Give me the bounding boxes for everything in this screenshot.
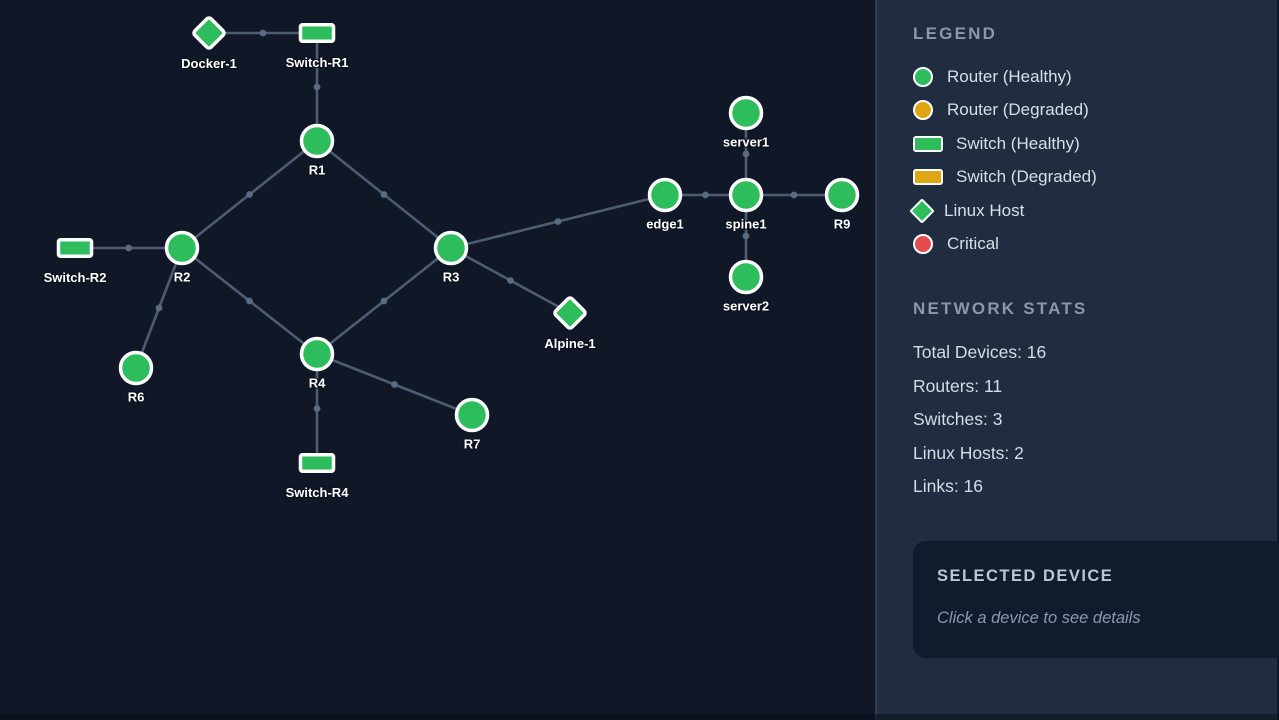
node-label: R7 [464,437,481,452]
link-midpoint [742,150,750,158]
switch-shape [298,453,336,473]
node-Switch-R2[interactable]: Switch-R2 [42,238,108,286]
node-R7[interactable]: R7 [454,397,490,453]
stat-linux-hosts: Linux Hosts: 2 [913,442,1024,463]
legend-item-router-healthy: Router (Healthy) [913,60,1277,94]
router-shape [118,350,154,386]
switch-shape [298,23,336,43]
switch-healthy-icon [913,135,943,152]
legend-item-router-degraded: Router (Degraded) [913,94,1277,128]
router-shape [454,397,490,433]
node-server2[interactable]: server2 [722,259,770,315]
router-shape [728,259,764,295]
node-label: R4 [309,376,326,391]
node-R9[interactable]: R9 [824,177,860,233]
router-shape [299,123,335,159]
legend-item-linux-host: Linux Host [909,194,1277,228]
link-midpoint [702,191,709,199]
host-shape [553,296,587,330]
node-R3[interactable]: R3 [433,230,469,286]
node-R4[interactable]: R4 [299,336,335,392]
legend-list: Router (Healthy) Router (Degraded) Switc… [909,60,1277,262]
legend-item-label: Switch (Healthy) [956,133,1080,153]
link-midpoint [246,297,253,305]
node-label: Switch-R2 [44,270,107,285]
network-stats-section: NETWORK STATS Total Devices: 16 Routers:… [913,299,1277,504]
node-label: Switch-R1 [286,55,349,70]
node-label: R1 [309,163,326,178]
router-shape [433,230,469,266]
legend-item-critical: Critical [913,228,1277,262]
router-shape [824,177,860,213]
link-midpoint [380,297,388,305]
selected-device-card: SELECTED DEVICE Click a device to see de… [913,540,1279,658]
router-shape [647,177,683,213]
node-R2[interactable]: R2 [164,230,200,286]
network-stats-title: NETWORK STATS [913,299,1088,318]
link-midpoint [313,405,321,412]
sidebar: LEGEND Router (Healthy) Router (Degraded… [875,0,1279,720]
node-label: spine1 [725,217,766,232]
router-healthy-icon [913,66,933,87]
node-label: Docker-1 [181,56,237,71]
router-shape [728,95,764,131]
link-midpoint [380,191,388,198]
router-shape [299,336,335,372]
legend-item-switch-healthy: Switch (Healthy) [913,127,1277,161]
node-label: server2 [723,299,769,314]
node-label: Alpine-1 [544,336,595,351]
legend-title: LEGEND [913,24,998,43]
legend-item-label: Critical [947,234,999,254]
node-label: R3 [443,270,460,285]
node-Switch-R1[interactable]: Switch-R1 [284,23,350,71]
node-server1[interactable]: server1 [722,95,770,151]
node-label: edge1 [646,217,684,232]
link-midpoint [313,83,321,91]
node-label: R9 [834,217,851,232]
link-midpoint [790,191,798,199]
link-midpoint [391,381,398,388]
link-midpoint [742,232,750,240]
legend-item-label: Router (Healthy) [947,66,1072,86]
link-midpoint [554,218,562,225]
legend-item-switch-degraded: Switch (Degraded) [913,161,1277,195]
link-midpoint [155,304,163,312]
stat-routers: Routers: 11 [913,375,1003,396]
node-R6[interactable]: R6 [118,350,154,406]
switch-shape [56,238,94,258]
link-midpoint [507,277,514,284]
linux-host-icon [909,198,935,224]
stat-links: Links: 16 [913,476,984,497]
node-label: R6 [128,390,145,405]
stat-switches: Switches: 3 [913,409,1003,430]
selected-device-hint: Click a device to see details [937,608,1141,627]
node-label: server1 [723,135,769,150]
host-shape [192,16,226,50]
critical-icon [913,234,933,255]
router-degraded-icon [913,100,933,121]
switch-degraded-icon [913,169,943,186]
stat-total-devices: Total Devices: 16 [913,342,1047,363]
legend-item-label: Switch (Degraded) [956,167,1097,187]
link-midpoint [246,191,253,198]
link-midpoint [259,29,267,37]
node-R1[interactable]: R1 [299,123,335,179]
legend-item-label: Router (Degraded) [947,100,1089,120]
node-label: R2 [174,270,191,285]
router-shape [728,177,764,213]
node-spine1[interactable]: spine1 [724,177,768,233]
node-edge1[interactable]: edge1 [645,177,685,233]
network-stats-list: Total Devices: 16 Routers: 11 Switches: … [913,336,1277,504]
node-Switch-R4[interactable]: Switch-R4 [284,453,350,501]
router-shape [164,230,200,266]
legend-item-label: Linux Host [944,200,1025,220]
node-label: Switch-R4 [286,485,350,500]
node-Docker-1[interactable]: Docker-1 [180,16,238,72]
link-midpoint [125,244,132,252]
node-Alpine-1[interactable]: Alpine-1 [543,296,597,352]
selected-device-title: SELECTED DEVICE [937,566,1114,585]
